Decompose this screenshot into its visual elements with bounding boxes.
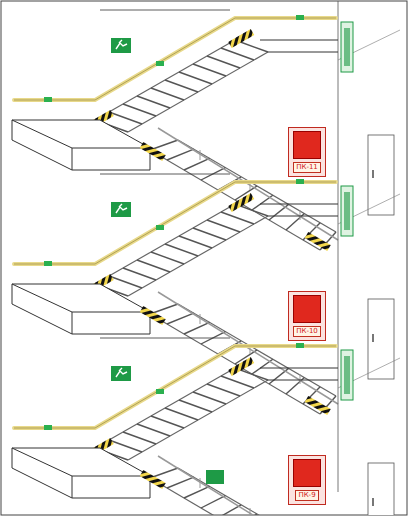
fire-cabinet: ПК-10 [288, 291, 326, 341]
fire-cabinet: ПК-9 [288, 455, 326, 505]
cabinet-label: ПК-9 [295, 490, 318, 501]
cabinet-label: ПК-11 [293, 162, 321, 173]
fire-cabinet: ПК-11 [288, 127, 326, 177]
cabinet-door [293, 295, 321, 323]
cabinet-door [293, 131, 321, 159]
cabinet-label: ПК-10 [293, 326, 321, 337]
cabinet-door [293, 459, 321, 487]
